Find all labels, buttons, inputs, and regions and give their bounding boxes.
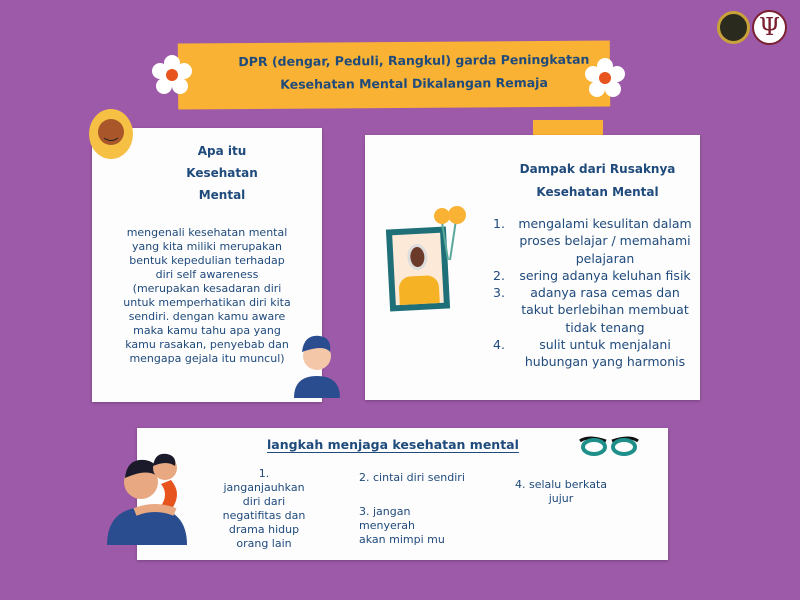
step-line: 3. jangan menyerah — [359, 505, 415, 532]
step-2: 2. cintai diri sendiri — [359, 471, 465, 484]
item-line: tidak tenang — [565, 319, 645, 335]
body-line: bentuk kepedulian terhadap — [129, 254, 285, 267]
body-line: untuk memperhatikan diri kita — [123, 296, 291, 309]
university-logo — [717, 11, 750, 44]
step-line: akan mimpi mu — [359, 533, 445, 546]
title-banner: DPR (dengar, Peduli, Rangkul) garda Peni… — [177, 40, 611, 110]
steps-title: langkah menjaga kesehatan mental — [267, 437, 519, 452]
item-line: sulit untuk menjalani — [539, 337, 671, 353]
item-line: hubungan yang harmonis — [524, 354, 686, 370]
body-line: (merupakan kesadaran diri — [132, 282, 282, 295]
item-number: 2. — [493, 267, 505, 283]
card-body: mengenali kesehatan mental yang kita mil… — [92, 226, 322, 366]
glasses-icon — [579, 436, 639, 456]
item-number: 3. — [493, 285, 505, 301]
step-line: negatifitas dan — [222, 509, 306, 522]
hugging-couple-illustration — [107, 453, 187, 545]
flowers-bouquet-icon — [434, 206, 466, 261]
what-is-mental-health-card: Apa itu Kesehatan Mental mengenali keseh… — [92, 128, 322, 402]
girl-illustration — [89, 109, 133, 159]
item-line: adanya rasa cemas dan — [530, 285, 680, 301]
card-title-line: Mental — [198, 188, 246, 202]
item-line: takut berlebihan membuat — [521, 302, 689, 318]
steps-card: langkah menjaga kesehatan mental 1. jang… — [137, 428, 668, 560]
impact-item: 2. sering adanya keluhan fisik — [493, 267, 703, 284]
man-illustration — [294, 335, 340, 398]
step-line: drama hidup — [228, 523, 300, 536]
body-line: diri self awareness — [155, 268, 259, 281]
item-number: 4. — [493, 337, 505, 353]
step-line: 4. selalu berkata — [514, 478, 608, 491]
item-number: 1. — [493, 216, 505, 231]
item-line: pelajaran — [575, 250, 635, 266]
body-line: kamu rasakan, penyebab dan — [125, 338, 289, 351]
card-title-line: Dampak dari Rusaknya — [519, 162, 676, 176]
body-line: yang kita miliki merupakan — [131, 240, 283, 253]
banner-line-1: DPR (dengar, Peduli, Rangkul) garda Peni… — [238, 51, 590, 70]
body-line: mengenali kesehatan mental — [126, 226, 288, 239]
step-line: diri dari — [242, 495, 286, 508]
card-title-line: Kesehatan Mental — [536, 185, 659, 199]
body-line: mengapa gejala itu muncul) — [129, 352, 285, 365]
flower-icon — [152, 55, 192, 94]
impact-list: 1. mengalami kesulitan dalam proses belaja… — [493, 215, 703, 371]
banner-line-2: Kesehatan Mental Dikalangan Remaja — [280, 74, 548, 92]
card-title-line: Apa itu — [197, 144, 247, 158]
item-line: sering adanya keluhan fisik — [519, 267, 691, 283]
step-line: 1. janganjauhkan — [223, 467, 305, 494]
item-line: mengalami kesulitan dalam — [518, 216, 692, 231]
step-line: jujur — [548, 492, 574, 505]
flower-icon — [585, 58, 625, 97]
impact-item: 1. mengalami kesulitan dalam proses belaja… — [493, 215, 703, 267]
item-line: proses belajar / memahami — [519, 233, 691, 249]
psychology-logo: Ψ — [752, 10, 787, 45]
body-line: maka kamu tahu apa yang — [133, 324, 281, 337]
step-line: orang lain — [236, 537, 292, 550]
card-title-line: Kesehatan — [186, 166, 258, 180]
body-line: sendiri. dengan kamu aware — [128, 310, 286, 323]
